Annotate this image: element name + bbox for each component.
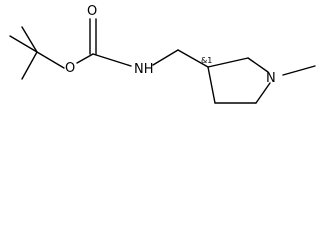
carbamate-group — [76, 18, 209, 68]
bond-ring-c2-n1 — [247, 57, 269, 73]
bond-methyl-2 — [21, 26, 38, 53]
bond-nitrogen-methylene — [152, 49, 179, 66]
ester-oxygen-label: O — [65, 61, 75, 76]
bond-quaternary-oxygen — [36, 51, 65, 69]
bond-methyl-1 — [9, 35, 38, 53]
bond-ring-c4-c3 — [207, 66, 216, 104]
bond-oxygen-carbonyl-carbon — [76, 53, 94, 64]
stereo-descriptor-label: &1 — [201, 56, 212, 65]
bond-n-methyl — [282, 65, 316, 76]
bond-ring-n1-c5 — [255, 82, 271, 104]
carbonyl-oxygen-label: O — [87, 4, 97, 19]
bond-ring-c3-c2 — [207, 57, 249, 68]
bond-methyl-3 — [21, 51, 38, 80]
carbamate-nitrogen-label: NH — [134, 62, 154, 77]
bond-methylene-ring — [177, 49, 209, 68]
pyrrolidine-ring — [207, 57, 316, 104]
bond-carbonyl-carbon-nitrogen — [92, 53, 132, 67]
ring-nitrogen-label: N — [266, 71, 276, 86]
chemical-structure: O O NH N &1 — [9, 4, 316, 104]
tert-butyl-group — [9, 26, 65, 80]
